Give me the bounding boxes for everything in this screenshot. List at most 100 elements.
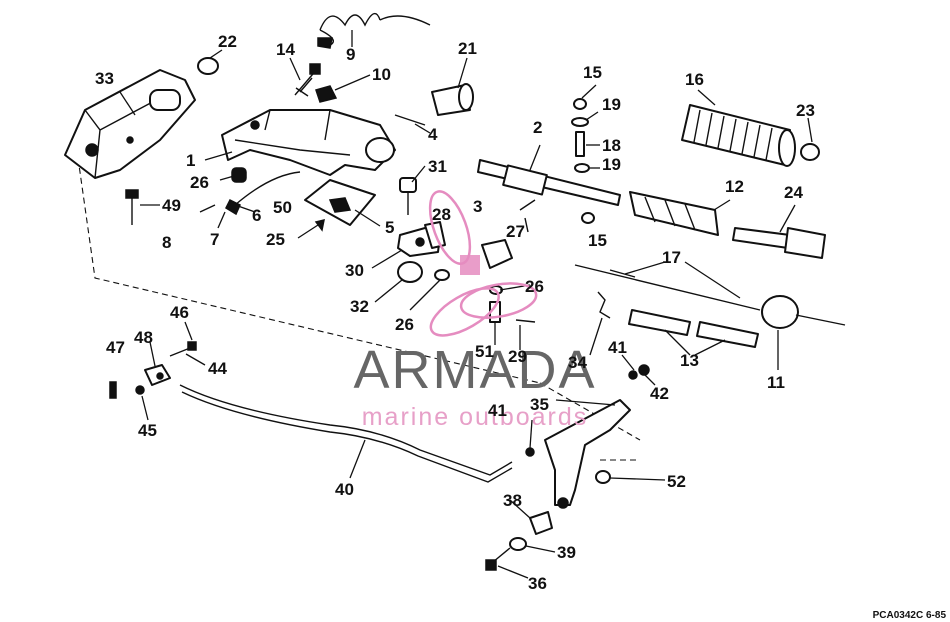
callout-18: 18 xyxy=(602,136,621,155)
callout-8: 8 xyxy=(162,233,171,252)
part-48-link xyxy=(144,364,171,386)
callout-36: 36 xyxy=(528,574,547,593)
part-29-rod xyxy=(515,319,536,323)
part-32-bushing xyxy=(397,261,423,283)
part-31-stud xyxy=(399,177,417,215)
callout-6: 6 xyxy=(252,206,261,225)
callout-15b: 15 xyxy=(588,231,607,250)
part-9-spring xyxy=(317,12,431,49)
callout-42: 42 xyxy=(650,384,669,403)
callout-40: 40 xyxy=(335,480,354,499)
part-21-cap xyxy=(800,143,820,161)
callout-11: 11 xyxy=(767,373,785,392)
callout-46: 46 xyxy=(170,303,189,322)
callout-7: 7 xyxy=(210,230,219,249)
callout-51: 50 xyxy=(273,198,292,217)
part-26-washer xyxy=(434,269,450,281)
callout-10: 10 xyxy=(372,65,391,84)
callout-26: 26 xyxy=(395,315,414,334)
callout-32: 32 xyxy=(350,297,369,316)
part-13-tubes xyxy=(628,309,759,348)
part-47-pin xyxy=(109,381,117,399)
armada-watermark: ARMADA marine outboards xyxy=(353,190,596,431)
callout-9: 9 xyxy=(346,45,355,64)
callout-24: 24 xyxy=(784,183,803,202)
callout-23: 25 xyxy=(266,230,285,249)
callout-49: 49 xyxy=(162,196,181,215)
part-39-washer xyxy=(509,537,527,551)
callout-12: 12 xyxy=(725,177,744,196)
callout-39: 39 xyxy=(557,543,576,562)
reference-dashed-line xyxy=(77,157,641,461)
part-10-plate xyxy=(315,85,338,103)
part-34-bracket xyxy=(597,291,611,319)
part-4-pin xyxy=(394,114,426,126)
part-16-grip xyxy=(681,104,796,167)
callout-21: 23 xyxy=(796,101,815,120)
part-15-ball-b xyxy=(581,212,595,224)
part-40-rod xyxy=(179,384,513,476)
callout-48: 48 xyxy=(134,328,153,347)
callout-41b: 41 xyxy=(488,401,507,420)
part-52-washer xyxy=(595,470,611,484)
callout-52: 52 xyxy=(667,472,686,491)
callout-33: 33 xyxy=(95,69,114,88)
callout-15: 15 xyxy=(583,63,602,82)
part-42-nut xyxy=(638,364,650,376)
callout-13: 13 xyxy=(680,351,699,370)
callout-14: 14 xyxy=(276,40,295,59)
watermark-title: ARMADA xyxy=(353,340,596,400)
part-36-bolt xyxy=(485,547,511,571)
callout-27: 27 xyxy=(506,222,525,241)
callout-20: 21 xyxy=(458,39,477,58)
part-41-nut-b xyxy=(525,447,535,457)
part-5-plate xyxy=(304,179,376,226)
callout-1: 1 xyxy=(186,151,195,170)
callout-47: 47 xyxy=(106,338,125,357)
part-2-shaft xyxy=(477,159,621,206)
callout-2: 2 xyxy=(533,118,542,137)
part-15-ball xyxy=(573,98,587,110)
part-6-connector xyxy=(225,198,241,216)
callout-45: 45 xyxy=(138,421,157,440)
part-12-housing xyxy=(629,191,719,236)
part-24-throttle xyxy=(732,227,826,259)
part-19-washer xyxy=(571,117,589,127)
part-45-washer xyxy=(135,385,145,395)
part-17-cable xyxy=(574,264,761,311)
part-19-washer-b xyxy=(574,163,590,173)
leader-lines xyxy=(119,30,813,579)
part-14-screw-head xyxy=(309,63,321,75)
part-23-clip xyxy=(314,218,325,232)
part-33-bracket xyxy=(64,69,196,179)
callout-16: 16 xyxy=(685,70,704,89)
callout-35: 35 xyxy=(530,395,549,414)
callout-44: 44 xyxy=(208,359,227,378)
callout-31: 31 xyxy=(428,157,447,176)
watermark-subtitle: marine outboards xyxy=(362,403,589,431)
callout-25: 26 xyxy=(190,173,209,192)
part-8-screw xyxy=(199,204,216,213)
callout-numbers: 33 22 14 9 10 4 21 1 26 49 8 6 7 50 25 5… xyxy=(95,32,815,593)
part-1-housing xyxy=(221,109,396,176)
callout-19: 19 xyxy=(602,95,621,114)
callout-5: 5 xyxy=(385,218,394,237)
callout-28: 28 xyxy=(432,205,451,224)
part-41-nut xyxy=(628,370,638,380)
callout-4: 4 xyxy=(428,125,438,144)
part-20-sleeve xyxy=(431,83,474,116)
part-27-lever xyxy=(481,199,536,269)
callout-22: 22 xyxy=(218,32,237,51)
callout-3: 3 xyxy=(473,197,482,216)
drawing-code: PCA0342C 6-85 xyxy=(873,610,947,621)
callout-38: 38 xyxy=(503,491,522,510)
part-11-cable-end xyxy=(761,295,846,329)
part-25-nut xyxy=(231,167,247,183)
part-18-pin xyxy=(575,131,585,157)
propeller-logo-icon xyxy=(428,190,538,337)
callout-26b: 26 xyxy=(525,277,544,296)
callout-50: 51 xyxy=(475,342,494,361)
callout-41: 41 xyxy=(608,338,627,357)
part-51-cable xyxy=(234,171,301,206)
